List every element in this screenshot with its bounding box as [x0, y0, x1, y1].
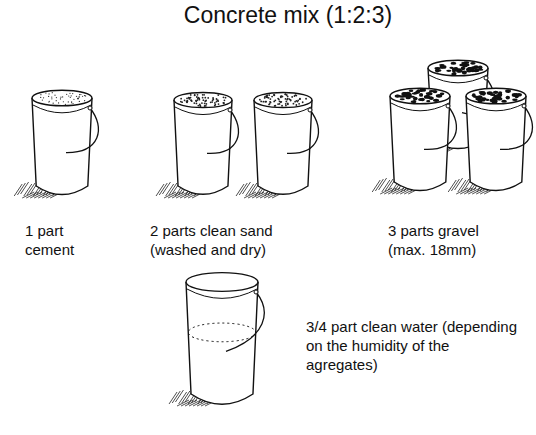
bucket: [372, 88, 456, 194]
bucket: [169, 273, 264, 406]
bucket: [156, 92, 238, 198]
bucket: [448, 88, 532, 194]
ingredient-label: 3/4 part clean water (depending on the h…: [306, 318, 518, 374]
ingredient-label: 2 parts clean sand (washed and dry): [150, 222, 300, 260]
ingredient-label: 3 parts gravel (max. 18mm): [388, 222, 506, 260]
title: Concrete mix (1:2:3): [184, 2, 392, 29]
bucket: [236, 92, 318, 198]
bucket: [14, 90, 98, 198]
ingredient-label: 1 part cement: [25, 222, 87, 260]
